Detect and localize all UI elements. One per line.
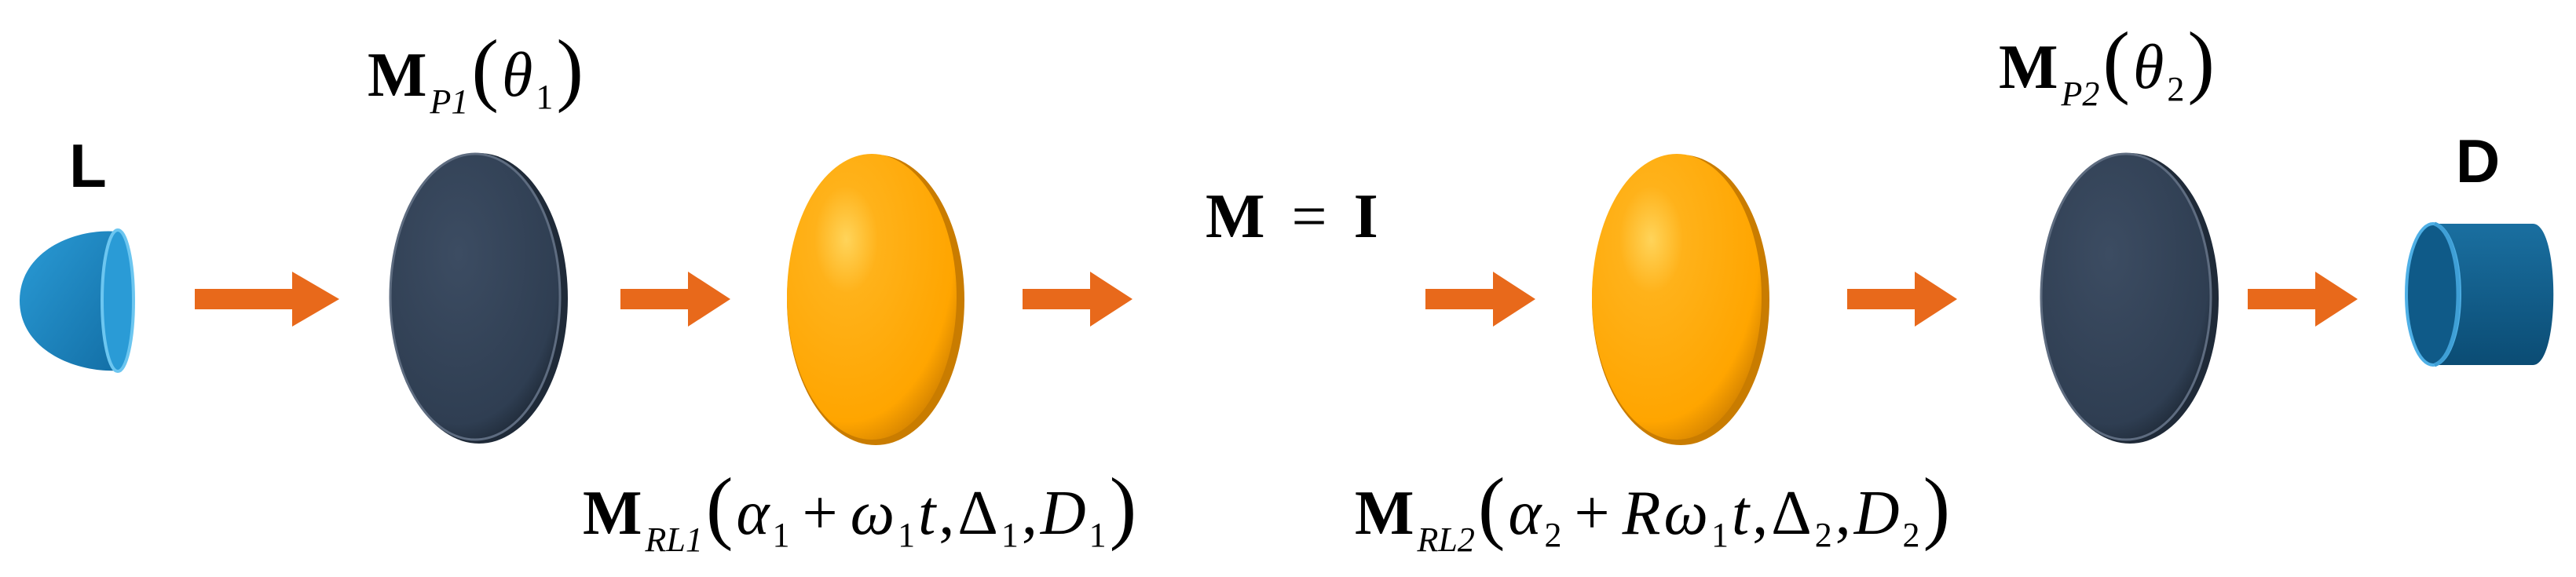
detector-icon xyxy=(2405,221,2554,367)
retarder-2-omega-sub: 1 xyxy=(1711,516,1729,554)
retarder-1-delta-sub: 1 xyxy=(1001,516,1019,554)
retarder-1-delta: Δ xyxy=(957,479,997,548)
retarder-1-label: M RL1 ( α 1 + ω 1 t , Δ 1 , D 1 ) xyxy=(583,462,1136,559)
retarder-2-t: t xyxy=(1732,479,1751,548)
polarizer-1-open: ( xyxy=(471,24,499,114)
beam-arrow-1 xyxy=(195,272,339,327)
polarizer-2-subscript: P2 xyxy=(2061,75,2100,113)
source-label: L xyxy=(69,131,107,200)
retarder-1-sep1: , xyxy=(939,479,954,548)
free-space-eq: = xyxy=(1292,182,1327,251)
retarder-2-delta-sub: 2 xyxy=(1815,516,1832,554)
polarizer-1-arg-sub: 1 xyxy=(536,78,553,116)
polarizer-2-open: ( xyxy=(2102,16,2130,106)
beam-arrow-3 xyxy=(1023,272,1132,327)
detector-label: D xyxy=(2456,126,2500,195)
retarder-1-d-sub: 1 xyxy=(1089,516,1107,554)
retarder-1-alpha-sub: 1 xyxy=(773,516,790,554)
retarder-1-plus: + xyxy=(803,479,838,548)
polarizer-1-subscript: P1 xyxy=(430,82,469,121)
retarder-2-sep1: , xyxy=(1752,479,1768,548)
retarder-2-d-sub: 2 xyxy=(1902,516,1919,554)
retarder-2-matrix-symbol: M xyxy=(1355,479,1414,548)
retarder-2-close: ) xyxy=(1923,462,1950,552)
beam-arrow-2 xyxy=(620,272,730,327)
retarder-1-matrix-symbol: M xyxy=(583,479,642,548)
polarizer-1-arg: θ xyxy=(502,41,532,110)
polarizer-1-matrix-symbol: M xyxy=(368,41,427,110)
polarizer-2-disk xyxy=(2040,152,2219,444)
retarder-1-alpha: α xyxy=(737,479,771,548)
retarder-1-t: t xyxy=(918,479,937,548)
free-space-lhs: M xyxy=(1206,182,1265,251)
retarder-2-delta: Δ xyxy=(1771,479,1811,548)
beam-arrow-4 xyxy=(1425,272,1535,327)
retarder-1-omega-sub: 1 xyxy=(898,516,915,554)
polarizer-2-label: M P2 ( θ 2 ) xyxy=(1999,16,2215,113)
polarizer-2-arg: θ xyxy=(2133,33,2164,102)
polarizer-2-close: ) xyxy=(2187,16,2215,106)
retarder-1-sep2: , xyxy=(1022,479,1037,548)
polarizer-2-arg-sub: 2 xyxy=(2167,70,2184,108)
retarder-2-alpha-sub: 2 xyxy=(1545,516,1562,554)
free-space-label: M = I xyxy=(1206,182,1378,251)
retarder-2-alpha: α xyxy=(1509,479,1543,548)
retarder-2-subscript: RL2 xyxy=(1417,520,1475,559)
retarder-2-d: D xyxy=(1853,479,1900,548)
free-space-rhs: I xyxy=(1354,182,1378,251)
polarizer-1-label: M P1 ( θ 1 ) xyxy=(368,24,584,121)
polarizer-2-matrix-symbol: M xyxy=(1999,33,2058,102)
retarder-1-d: D xyxy=(1040,479,1086,548)
retarder-2-label: M RL2 ( α 2 + R ω 1 t , Δ 2 , D 2 ) xyxy=(1355,462,1950,559)
retarder-1-disk xyxy=(787,154,964,445)
light-source-icon xyxy=(20,228,135,373)
retarder-2-open: ( xyxy=(1478,462,1506,552)
beam-arrow-5 xyxy=(1847,272,1957,327)
retarder-1-open: ( xyxy=(706,462,734,552)
beam-arrow-6 xyxy=(2248,272,2358,327)
retarder-2-coef: R xyxy=(1622,479,1661,548)
retarder-1-subscript: RL1 xyxy=(645,520,703,559)
retarder-2-plus: + xyxy=(1575,479,1610,548)
polarizer-1-disk xyxy=(389,152,568,444)
retarder-2-sep2: , xyxy=(1835,479,1851,548)
retarder-2-omega: ω xyxy=(1664,479,1708,548)
retarder-1-close: ) xyxy=(1110,462,1137,552)
polarizer-1-close: ) xyxy=(556,24,584,114)
retarder-1-omega: ω xyxy=(851,479,895,548)
retarder-2-disk xyxy=(1592,154,1769,445)
